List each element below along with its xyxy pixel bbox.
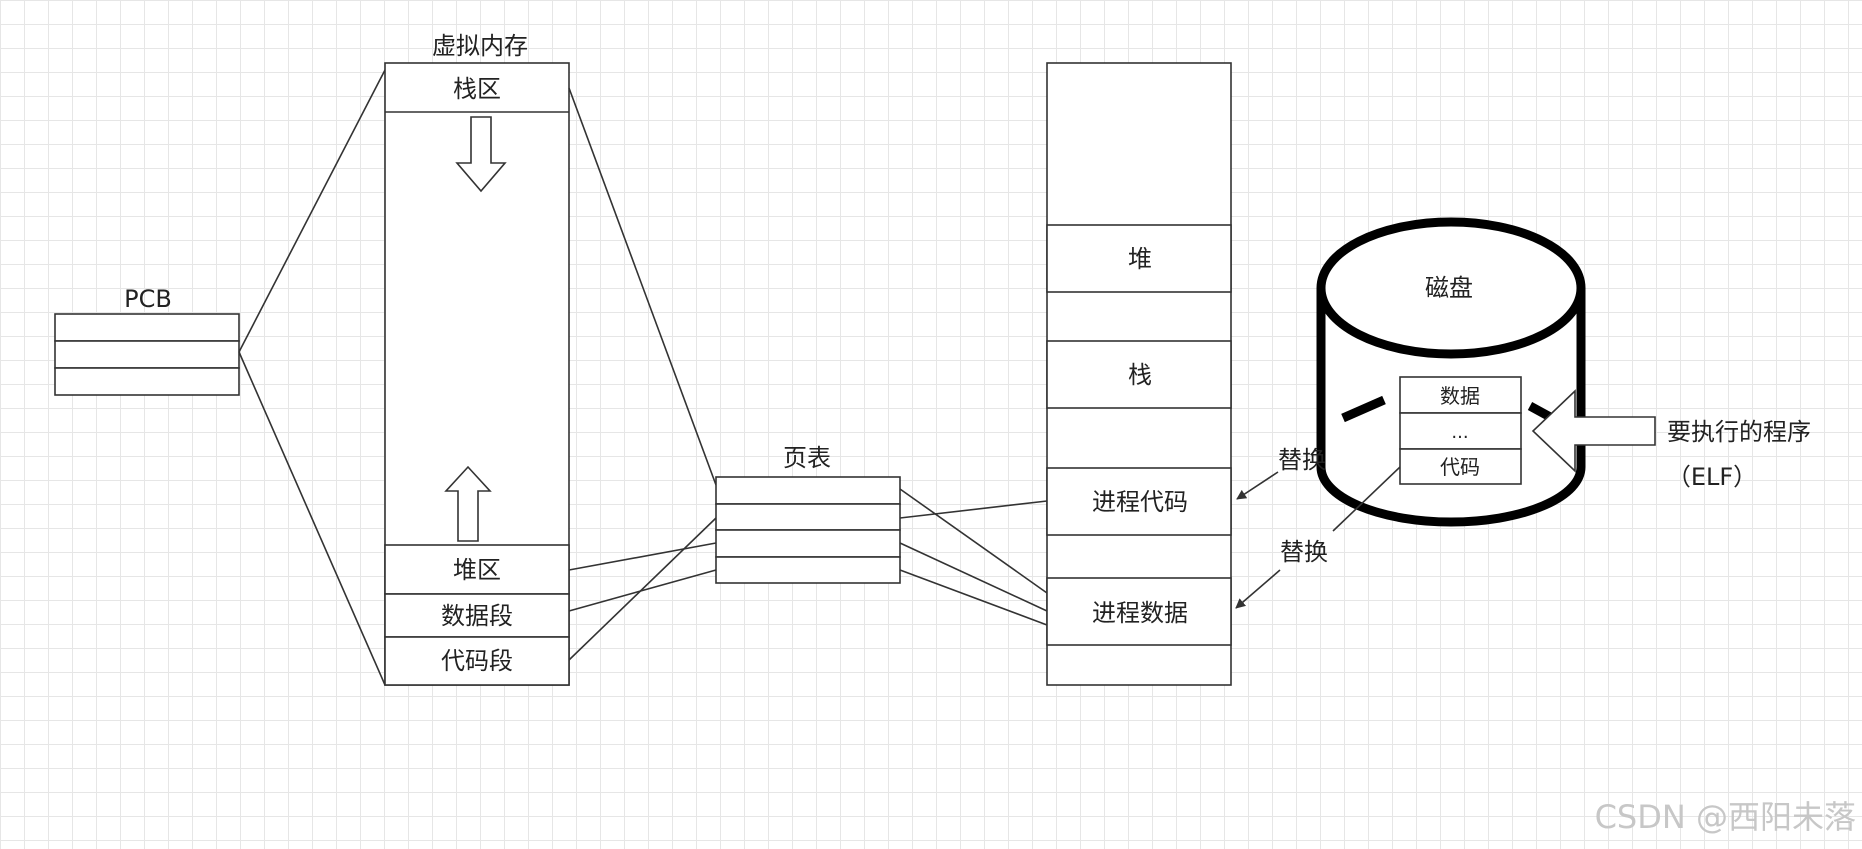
virtual-memory-heap-label: 堆区 — [453, 556, 501, 584]
data-to-page-table-line — [568, 569, 717, 612]
page-table-to-physical-lines — [899, 488, 1048, 626]
heap-to-page-table-line — [568, 542, 717, 571]
page-table-row-1 — [715, 476, 901, 505]
physical-stack-cell — [1046, 340, 1232, 409]
heap-grow-up-arrow-icon — [444, 465, 492, 542]
disk-data-label: 数据 — [1440, 384, 1480, 408]
physical-process-data-label: 进程数据 — [1092, 599, 1188, 627]
page-row3-to-process-data-line — [899, 542, 1048, 612]
virtual-memory-data-cell — [384, 593, 570, 638]
virtual-to-page-table-lines — [568, 87, 717, 661]
physical-memory: 堆 栈 进程代码 进程数据 — [1046, 62, 1232, 686]
disk-cylinder-top — [1316, 217, 1586, 359]
pcb-bottom-line — [238, 351, 386, 686]
watermark: CSDN @西阳未落 — [1595, 798, 1856, 836]
physical-heap-cell — [1046, 224, 1232, 293]
stack-grow-down-arrow-icon — [455, 116, 507, 193]
replace-arrow-top — [1236, 471, 1279, 500]
replace-arrows: 替换 替换 — [1235, 446, 1401, 609]
virtual-memory-code-cell — [384, 636, 570, 686]
replace-label-top: 替换 — [1278, 446, 1326, 474]
disk-left-mark — [1341, 395, 1386, 423]
page-table-row-4 — [715, 556, 901, 584]
disk-ellipsis-label: ... — [1451, 422, 1468, 443]
program-input-arrow-icon — [1531, 389, 1656, 473]
pcb-row-3 — [54, 367, 240, 396]
page-table: 页表 — [715, 444, 901, 584]
disk-title: 磁盘 — [1425, 274, 1473, 302]
code-to-page-table-line — [568, 517, 717, 661]
page-table-row-3 — [715, 529, 901, 558]
virtual-memory-stack-label: 栈区 — [453, 75, 501, 103]
virtual-memory-code-label: 代码段 — [441, 647, 513, 675]
page-table-title: 页表 — [783, 444, 831, 472]
page-row2-to-process-code-line — [899, 500, 1048, 519]
virtual-memory-title: 虚拟内存 — [432, 32, 528, 60]
page-row1-to-process-data-line — [899, 488, 1048, 594]
pcb-top-line — [238, 69, 386, 353]
virtual-memory-data-label: 数据段 — [441, 602, 513, 630]
program-label-line2: （ELF） — [1667, 463, 1757, 491]
physical-stack-label: 栈 — [1128, 361, 1152, 389]
pcb: PCB — [54, 285, 240, 396]
disk-data-cell — [1399, 376, 1522, 414]
disk-code-label: 代码 — [1440, 455, 1480, 479]
program-label-line1: 要执行的程序 — [1667, 418, 1811, 446]
disk: 磁盘 数据 ... 代码 — [1316, 217, 1586, 527]
disk-code-cell — [1399, 448, 1522, 485]
pcb-row-1 — [54, 313, 240, 342]
pcb-to-virtual-memory-lines — [238, 69, 386, 686]
physical-heap-label: 堆 — [1128, 245, 1152, 273]
page-table-row-2 — [715, 503, 901, 531]
program-input: 要执行的程序 （ELF） — [1531, 389, 1811, 491]
virtual-memory: 虚拟内存 栈区 堆区 数据段 代码段 — [384, 32, 570, 686]
page-row4-to-process-data-line — [899, 569, 1048, 626]
disk-ellipsis-cell — [1399, 412, 1522, 450]
physical-process-data-cell — [1046, 577, 1232, 646]
pcb-title: PCB — [124, 285, 172, 313]
physical-process-code-label: 进程代码 — [1092, 488, 1188, 516]
physical-process-code-cell — [1046, 467, 1232, 536]
pcb-row-2 — [54, 340, 240, 369]
replace-arrow-bottom-line — [1332, 466, 1401, 532]
replace-arrow-bottom — [1235, 569, 1281, 609]
stack-to-page-table-line — [568, 87, 717, 486]
replace-label-bottom: 替换 — [1280, 538, 1328, 566]
